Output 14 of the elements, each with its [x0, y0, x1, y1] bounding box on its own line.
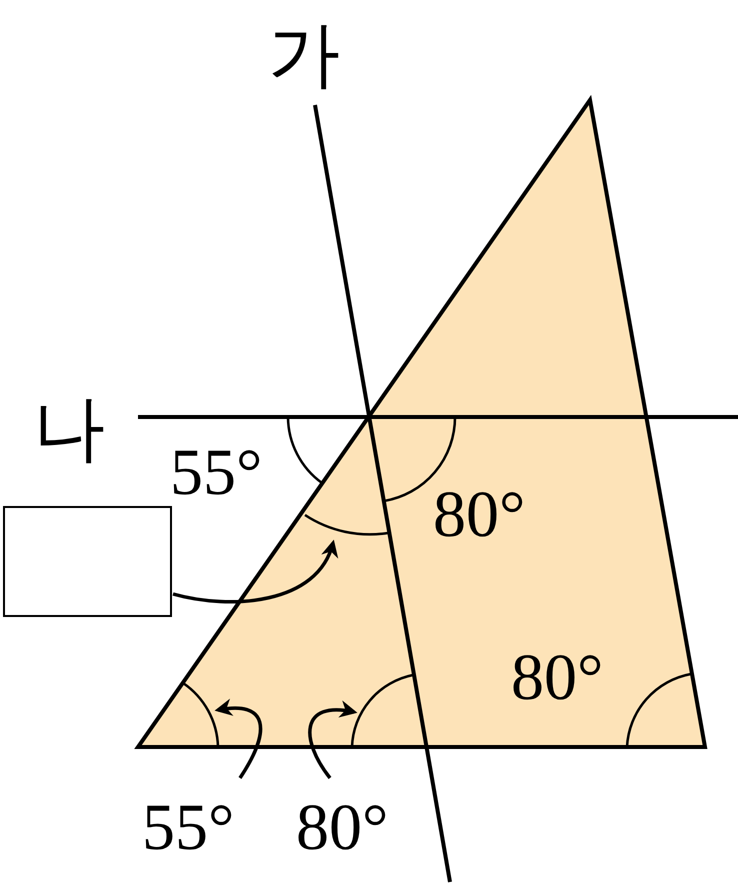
- angle-arc: [182, 682, 220, 748]
- curved-arrow: [172, 540, 336, 604]
- line-label: 나: [33, 392, 105, 464]
- angle-label: 80°: [433, 482, 526, 548]
- line-label: 가: [268, 18, 340, 90]
- angle-label: 80°: [296, 795, 388, 861]
- angle-label: 80°: [511, 645, 604, 711]
- angle-label: 55°: [170, 440, 262, 506]
- curved-arrow: [214, 699, 262, 779]
- angle-label: 55°: [142, 795, 234, 861]
- curved-arrow: [308, 701, 358, 780]
- angle-arc: [350, 674, 414, 748]
- answer-box: [3, 506, 172, 617]
- angle-arc: [304, 514, 388, 536]
